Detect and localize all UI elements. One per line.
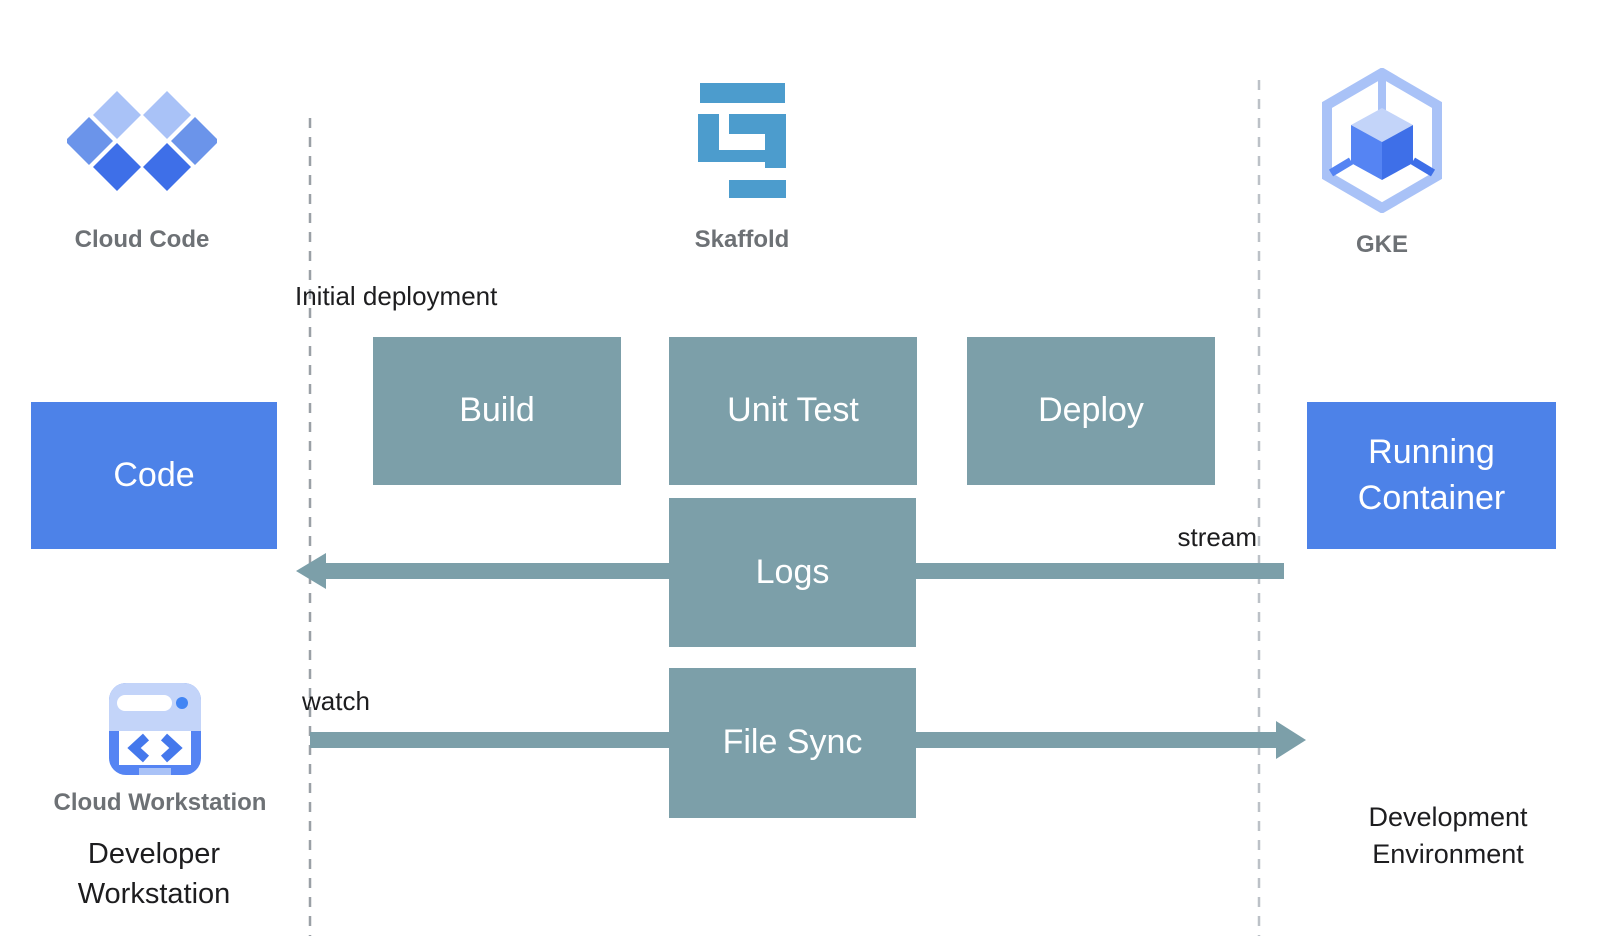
developer-workstation-label: Developer Workstation <box>77 838 231 911</box>
cloud-workstation-icon <box>109 683 201 775</box>
cloud-code-label: Cloud Code <box>74 226 210 253</box>
initial-deployment-label: Initial deployment <box>295 281 498 311</box>
file-sync-node: File Sync <box>669 668 916 818</box>
build-node: Build <box>373 337 621 485</box>
cloud-code-icon <box>67 91 217 191</box>
running-container-node: Running Container <box>1307 402 1556 549</box>
logs-node: Logs <box>669 498 916 647</box>
code-node: Code <box>31 402 277 549</box>
deploy-node: Deploy <box>967 337 1215 485</box>
gke-icon <box>1322 68 1442 213</box>
skaffold-label: Skaffold <box>694 226 790 253</box>
development-environment-label: Development Environment <box>1368 802 1528 870</box>
unit-test-node: Unit Test <box>669 337 917 485</box>
gke-label: GKE <box>1355 231 1408 258</box>
skaffold-icon <box>698 83 786 198</box>
cloud-workstation-label: Cloud Workstation <box>53 789 267 816</box>
stream-label: stream <box>1177 522 1257 552</box>
watch-label: watch <box>302 686 370 716</box>
